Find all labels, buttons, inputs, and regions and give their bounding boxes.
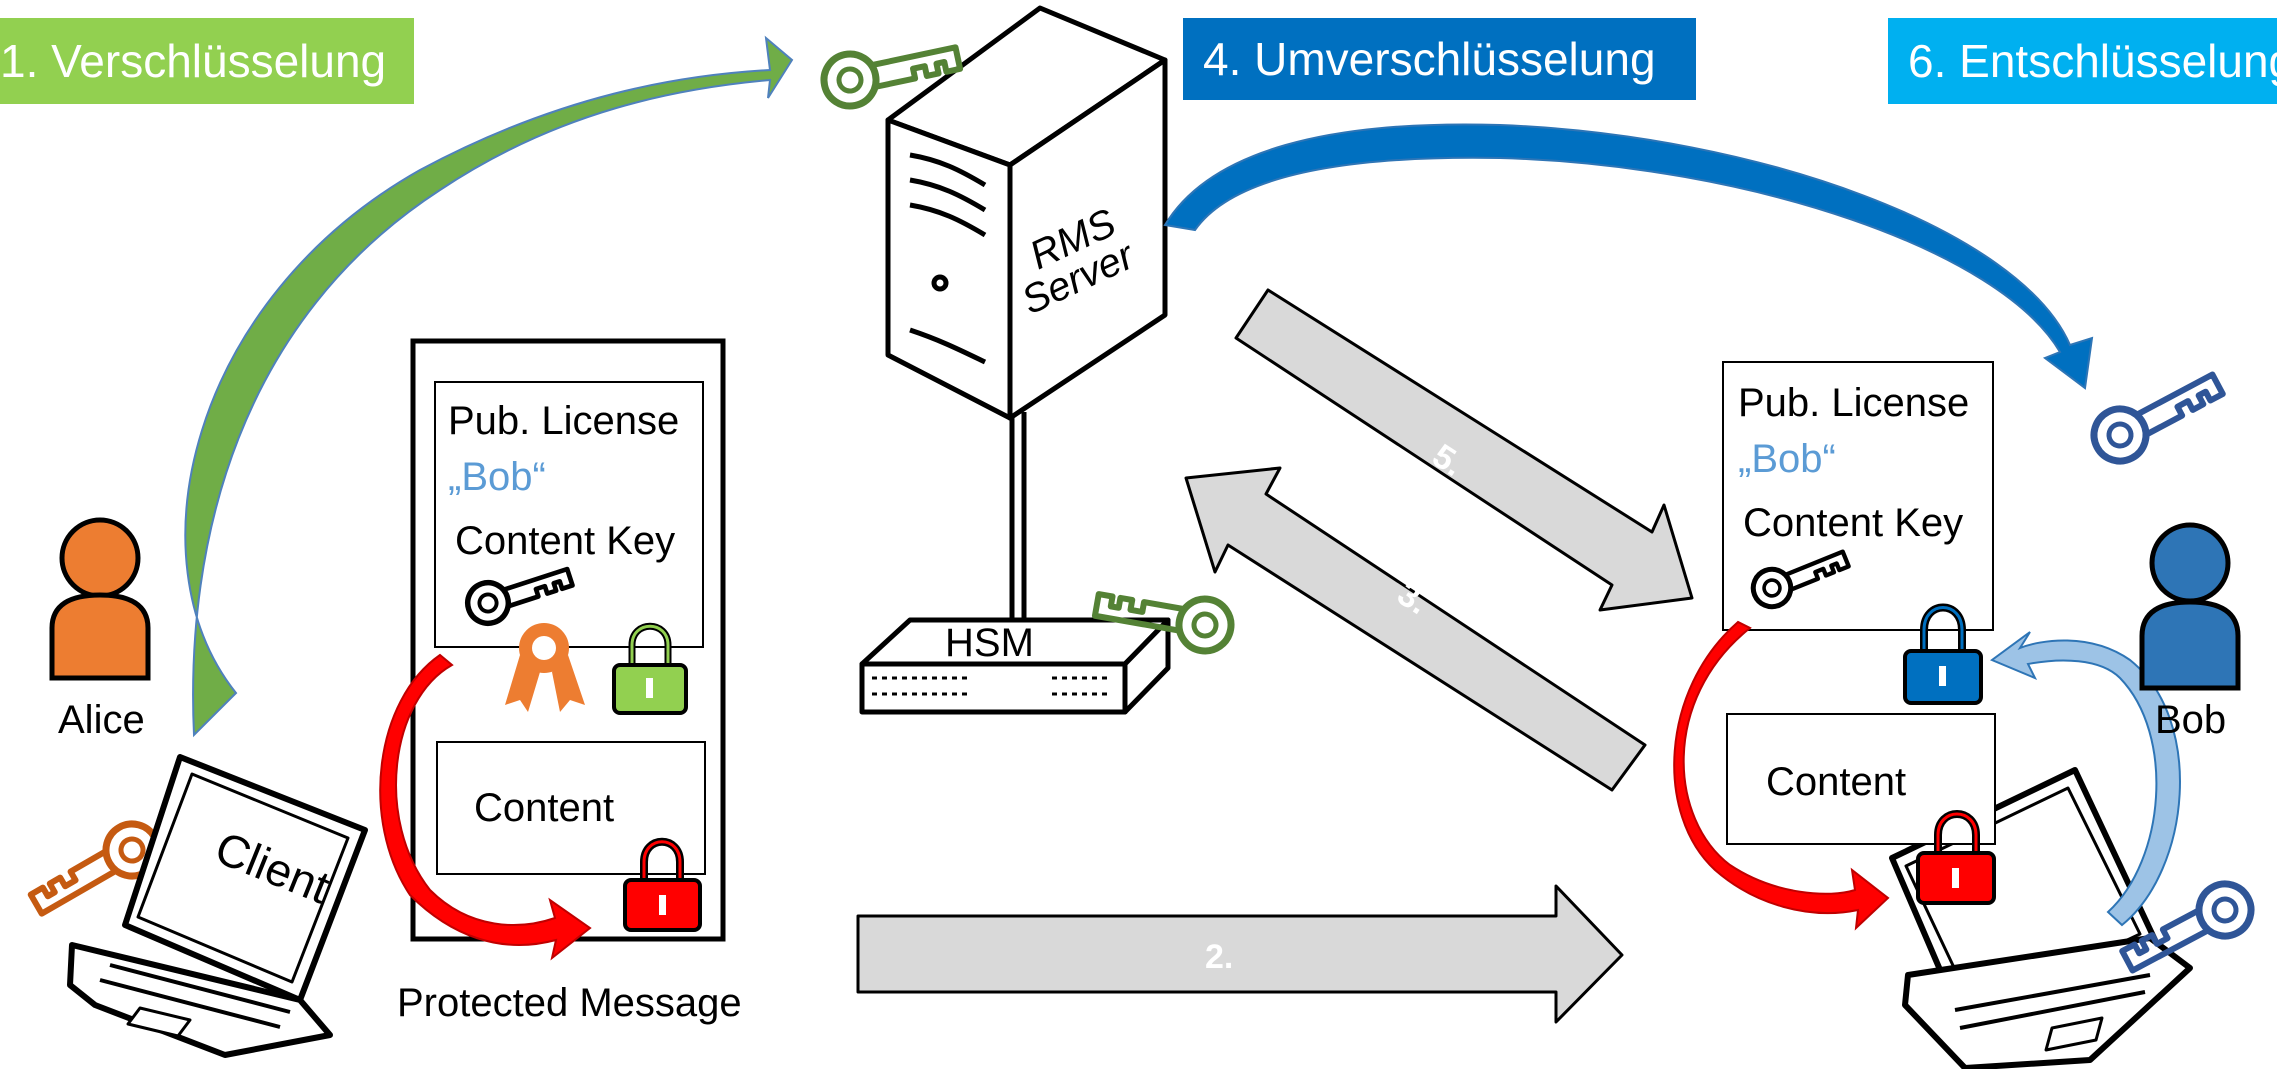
bob-label: Bob	[2155, 698, 2226, 742]
right-pub-license-label: Pub. License	[1738, 381, 1969, 425]
blue-reencrypt-arrow	[1163, 123, 2094, 390]
right-content-label: Content	[1766, 760, 1906, 804]
red-lock-icon	[623, 837, 702, 932]
protected-message-caption: Protected Message	[397, 981, 742, 1025]
arrow-step2-label: 2.	[1205, 938, 1233, 976]
blue-key-icon	[2085, 360, 2229, 470]
left-content-box	[436, 741, 706, 875]
left-content-label: Content	[474, 786, 614, 830]
step6-header-label: 6. Entschlüsselung	[1908, 35, 2277, 87]
right-recipient-label: „Bob“	[1738, 437, 1836, 481]
hsm-label: HSM	[945, 621, 1034, 665]
arrow-step2	[856, 884, 1624, 1024]
red-decrypt-arrow-right	[1673, 620, 1890, 931]
blue-lock-icon	[1903, 603, 1983, 705]
step6-header	[1888, 18, 2277, 104]
step4-header	[1183, 18, 1696, 100]
red-encrypt-arrow-left	[379, 653, 592, 961]
award-ribbon-icon	[505, 623, 585, 712]
green-encrypt-arrow	[184, 35, 794, 738]
arrow-step5	[1234, 288, 1694, 612]
right-pub-license-box	[1722, 361, 1994, 631]
arrow-step3	[1184, 466, 1647, 792]
alice-laptop-icon	[67, 754, 368, 1058]
left-pub-license-label: Pub. License	[448, 399, 679, 443]
step1-header	[0, 18, 414, 104]
hsm-icon	[859, 617, 1171, 715]
left-content-key-label: Content Key	[455, 519, 675, 563]
light-blue-arrow	[1989, 631, 2181, 927]
red-lock-icon	[1916, 810, 1996, 905]
bob-person-icon	[2139, 522, 2241, 691]
alice-person-icon	[49, 517, 151, 681]
step1-header-label: 1. Verschlüsselung	[0, 35, 386, 87]
green-lock-icon	[612, 622, 688, 715]
server-icon	[885, 5, 1168, 630]
alice-label: Alice	[58, 698, 145, 742]
right-content-key-label: Content Key	[1743, 501, 1963, 545]
step4-header-label: 4. Umverschlüsselung	[1203, 33, 1656, 85]
left-recipient-label: „Bob“	[448, 455, 546, 499]
right-content-box	[1726, 713, 1996, 845]
